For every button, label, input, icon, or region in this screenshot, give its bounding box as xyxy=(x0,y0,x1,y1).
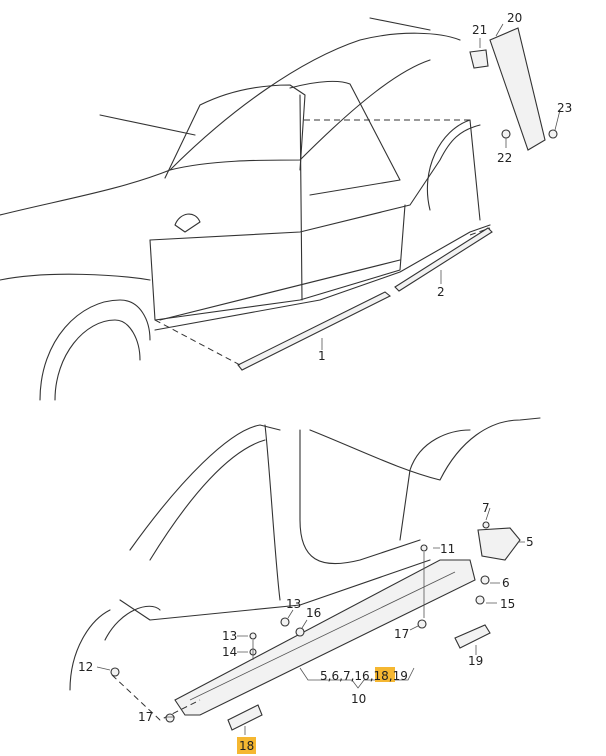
trim-strip-1 xyxy=(237,291,392,371)
clip-icon xyxy=(475,595,485,605)
clip-icon xyxy=(110,667,120,677)
callout-13: 13 xyxy=(286,597,301,611)
cover-18 xyxy=(227,704,263,731)
pillar-trim-20 xyxy=(489,27,546,151)
highlight-18-list xyxy=(375,667,395,682)
callout-5: 5 xyxy=(526,535,534,549)
highlight-18 xyxy=(237,737,256,754)
callout-19: 19 xyxy=(468,654,483,668)
clip-icon xyxy=(480,575,490,585)
separator: , xyxy=(328,669,332,683)
callout-22: 22 xyxy=(497,151,512,165)
callout-12: 12 xyxy=(78,660,93,674)
clip-icon xyxy=(482,521,490,529)
car-body-bottom xyxy=(69,417,541,691)
clip-icon xyxy=(295,627,305,637)
screw-22 xyxy=(501,129,511,139)
clip-icon xyxy=(280,617,290,627)
group-item-19: 19 xyxy=(393,669,408,683)
sill-panel-10 xyxy=(174,559,476,716)
clip-icon xyxy=(420,544,428,552)
group-item-5: 5 xyxy=(320,669,328,683)
callout-14: 14 xyxy=(222,645,237,659)
callout-20: 20 xyxy=(507,11,522,25)
callout-23: 23 xyxy=(557,101,572,115)
group-bracket xyxy=(299,667,415,689)
cover-19 xyxy=(454,624,491,649)
group-item-18: 18 xyxy=(374,669,389,683)
group-item-7: 7 xyxy=(343,669,351,683)
callout-10: 10 xyxy=(351,692,366,706)
callout-7: 7 xyxy=(482,501,490,515)
clip-icon xyxy=(417,619,427,629)
separator: , xyxy=(351,669,355,683)
nut-23 xyxy=(548,129,558,139)
callout-17: 17 xyxy=(138,710,153,724)
separator: , xyxy=(389,669,393,683)
separator: , xyxy=(339,669,343,683)
clip-icon xyxy=(249,632,257,640)
callout-21: 21 xyxy=(472,23,487,37)
callout-1: 1 xyxy=(318,349,326,363)
callout-17: 17 xyxy=(394,627,409,641)
trim-strip-2 xyxy=(394,227,493,292)
callout-11: 11 xyxy=(440,542,455,556)
clip-icon xyxy=(165,713,175,723)
callout-18: 18 xyxy=(239,739,254,753)
callout-labels: 20 21 23 22 2 1 7 5 11 6 15 13 16 13 14 … xyxy=(78,11,572,754)
callout-16: 16 xyxy=(306,606,321,620)
car-body-top xyxy=(0,17,491,401)
callout-13: 13 xyxy=(222,629,237,643)
bracket-5 xyxy=(477,527,521,561)
separator: , xyxy=(370,669,374,683)
group-item-6: 6 xyxy=(331,669,339,683)
group-list: 5,6,7,16,18,19 xyxy=(320,669,408,683)
callout-6: 6 xyxy=(502,576,510,590)
group-item-16: 16 xyxy=(354,669,369,683)
callout-15: 15 xyxy=(500,597,515,611)
clip-21 xyxy=(469,49,489,69)
callout-2: 2 xyxy=(437,285,445,299)
